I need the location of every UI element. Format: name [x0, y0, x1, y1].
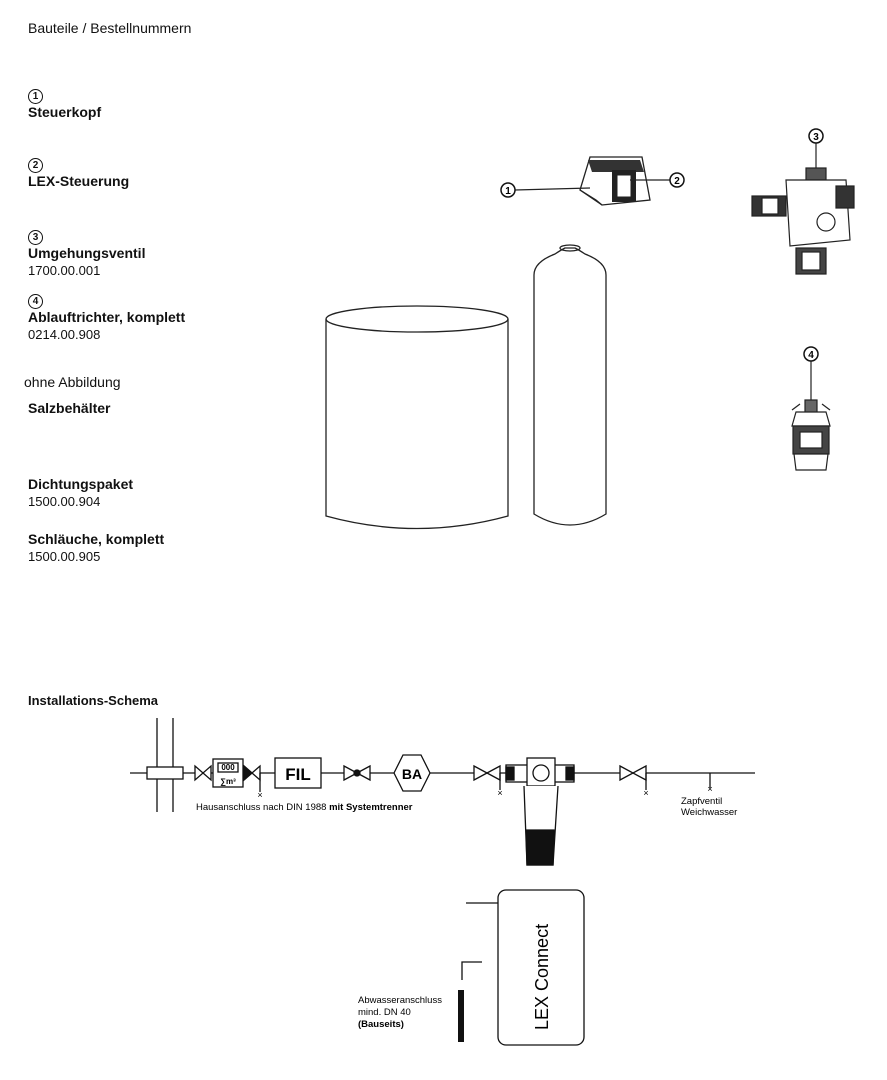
- outlet-valve-icon: [619, 764, 647, 782]
- part-number-badge: 4: [28, 294, 43, 309]
- tap-label: Zapfventil: [681, 796, 722, 807]
- part-item-ablauftrichter: 4 Ablauftrichter, komplett 0214.00.908: [28, 291, 185, 343]
- drain-pipe: [458, 990, 464, 1042]
- part-order-number: 0214.00.908: [28, 327, 101, 342]
- part-order-number: 1500.00.904: [28, 494, 101, 509]
- svg-text:2: 2: [674, 176, 680, 187]
- callout-3: 3: [808, 128, 824, 144]
- drain-x-mark: ×: [497, 788, 502, 798]
- drain-funnel-illustration: [791, 361, 831, 471]
- tap-label-2: Weichwasser: [681, 807, 737, 818]
- part-item-dichtungspaket: Dichtungspaket 1500.00.904: [28, 476, 133, 510]
- svg-text:1: 1: [505, 186, 511, 197]
- resin-tank-illustration: [533, 244, 607, 526]
- drain-x-mark: ×: [643, 788, 648, 798]
- salt-container-illustration: [325, 305, 509, 530]
- part-item-salzbehaelter: Salzbehälter: [28, 400, 110, 417]
- svg-text:3: 3: [813, 132, 819, 143]
- part-order-number: 1700.00.001: [28, 263, 101, 278]
- tap-x-mark: ×: [707, 784, 712, 794]
- part-number-badge: 2: [28, 158, 43, 173]
- svg-text:4: 4: [808, 350, 814, 361]
- no-image-note: ohne Abbildung: [24, 374, 121, 390]
- house-connection: [146, 766, 184, 780]
- part-item-steuerkopf: 1 Steuerkopf: [28, 86, 101, 121]
- part-name: Salzbehälter: [28, 400, 111, 416]
- callout-1: 1: [500, 182, 516, 198]
- page-title: Bauteile / Bestellnummern: [28, 20, 192, 36]
- part-name: Umgehungsventil: [28, 245, 146, 261]
- part-item-umgehungsventil: 3 Umgehungsventil 1700.00.001: [28, 227, 145, 279]
- meter-unit: ∑m³: [220, 777, 236, 786]
- drain-label-1: Abwasseranschluss: [358, 995, 442, 1006]
- bypass-valve-illustration: [751, 143, 855, 275]
- callout-2: 2: [669, 172, 685, 188]
- shutoff-valve-icon: [194, 764, 212, 782]
- part-item-lex-steuerung: 2 LEX-Steuerung: [28, 155, 129, 190]
- filter-label: FIL: [285, 765, 311, 784]
- part-number-badge: 1: [28, 89, 43, 104]
- part-name: LEX-Steuerung: [28, 173, 130, 189]
- part-name: Ablauftrichter, komplett: [28, 309, 186, 325]
- drain-label-2: mind. DN 40: [358, 1007, 411, 1018]
- part-name: Dichtungspaket: [28, 476, 134, 492]
- schema-title: Installations-Schema: [28, 693, 159, 708]
- installation-schema: × × × × 000 ∑m³ FIL BA Hausanschluss nac…: [130, 718, 755, 1046]
- filter-icon: [274, 757, 322, 789]
- callout-4: 4: [803, 346, 819, 362]
- meter-reading: 000: [221, 763, 235, 772]
- ba-label: BA: [402, 766, 422, 782]
- inlet-valve-icon: [473, 764, 501, 782]
- house-connection-label: Hausanschluss nach DIN 1988 mit Systemtr…: [196, 802, 413, 813]
- part-name: Steuerkopf: [28, 104, 102, 120]
- product-illustration: 1 2 3 4: [325, 128, 855, 530]
- part-item-schlaeuche: Schläuche, komplett 1500.00.905: [28, 531, 164, 565]
- drain-label-3: (Bauseits): [358, 1019, 404, 1030]
- part-number-badge: 3: [28, 230, 43, 245]
- lex-connect-device: [497, 889, 585, 1046]
- ba-system-separator-icon: [393, 754, 431, 792]
- drain-x-mark: ×: [257, 790, 262, 800]
- part-name: Schläuche, komplett: [28, 531, 165, 547]
- device-label: LEX Connect: [532, 924, 552, 1030]
- part-order-number: 1500.00.905: [28, 549, 101, 564]
- control-head-illustration: [579, 156, 651, 206]
